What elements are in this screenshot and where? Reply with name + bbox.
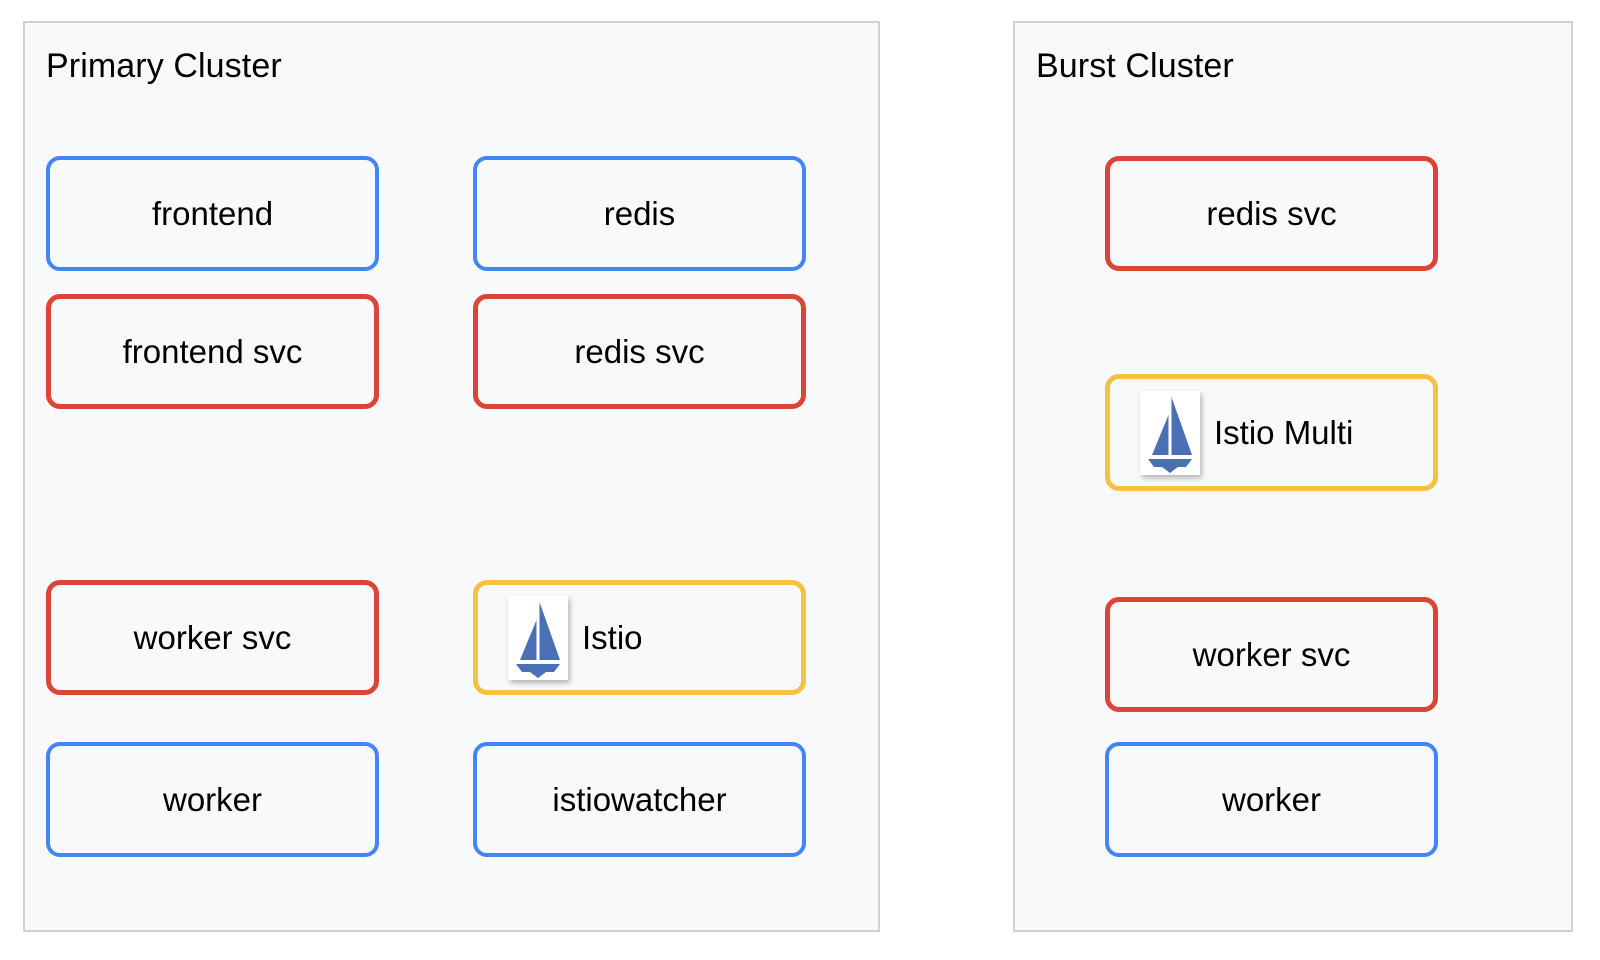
node-worker-svc[interactable]: worker svc xyxy=(46,580,379,695)
node-label: Istio Multi xyxy=(1214,413,1354,451)
node-istio-multi[interactable]: Istio Multi xyxy=(1105,374,1438,491)
cluster-primary: Primary Cluster frontend redis frontend … xyxy=(23,21,880,932)
node-worker[interactable]: worker xyxy=(46,742,379,857)
node-frontend[interactable]: frontend xyxy=(46,156,379,271)
node-label: Istio xyxy=(582,618,643,656)
node-label: worker svc xyxy=(1192,635,1351,673)
node-frontend-svc[interactable]: frontend svc xyxy=(46,294,379,409)
node-burst-worker-svc[interactable]: worker svc xyxy=(1105,597,1438,712)
node-label: worker svc xyxy=(133,618,292,656)
node-label: redis xyxy=(603,194,676,232)
node-label: worker xyxy=(1221,780,1322,818)
istio-sailboat-icon xyxy=(1140,390,1200,475)
cluster-burst: Burst Cluster redis svc Istio Multi work… xyxy=(1013,21,1573,932)
cluster-primary-title: Primary Cluster xyxy=(46,47,282,85)
node-burst-worker[interactable]: worker xyxy=(1105,742,1438,857)
node-istio[interactable]: Istio xyxy=(473,580,806,695)
istio-sailboat-icon xyxy=(508,595,568,680)
node-istiowatcher[interactable]: istiowatcher xyxy=(473,742,806,857)
node-label: frontend xyxy=(151,194,274,232)
cluster-burst-title: Burst Cluster xyxy=(1036,47,1234,85)
node-redis-svc[interactable]: redis svc xyxy=(473,294,806,409)
node-label: redis svc xyxy=(1206,194,1337,232)
node-redis[interactable]: redis xyxy=(473,156,806,271)
node-label: frontend svc xyxy=(122,332,303,370)
node-label: redis svc xyxy=(574,332,705,370)
node-burst-redis-svc[interactable]: redis svc xyxy=(1105,156,1438,271)
node-label: worker xyxy=(162,780,263,818)
node-label: istiowatcher xyxy=(552,780,727,818)
